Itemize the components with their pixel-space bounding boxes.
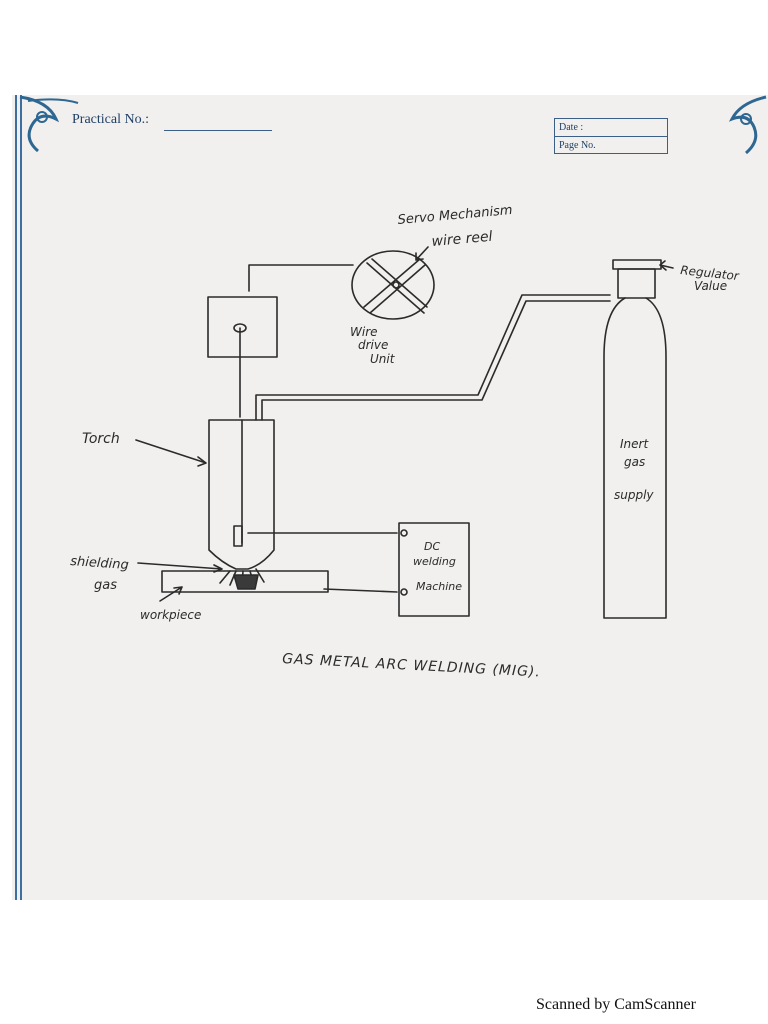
mig-welding-diagram: Servo Mechanism wire reel Regulator Valu… xyxy=(70,203,741,681)
welding-torch xyxy=(208,419,398,570)
corner-ornament-right xyxy=(728,95,767,155)
notebook-page: Practical No.: Date : Page No. xyxy=(12,95,768,900)
workpiece-label: workpiece xyxy=(140,608,201,622)
workpiece-pointer xyxy=(159,586,183,602)
wire-drive-label-line3: Unit xyxy=(370,352,396,366)
torch-label: Torch xyxy=(82,431,120,447)
gas-hose xyxy=(255,294,611,421)
dc-machine-label-line1: DC xyxy=(424,540,440,553)
wire-drive-label-line2: drive xyxy=(358,338,388,352)
regulator-pointer xyxy=(659,260,674,271)
inert-gas-label-line3: supply xyxy=(614,488,654,502)
left-margin-rule-inner xyxy=(20,95,22,900)
left-margin-rule xyxy=(15,95,17,900)
practical-number-label: Practical No.: xyxy=(72,112,149,127)
torch-pointer xyxy=(135,439,207,467)
scanner-watermark: Scanned by CamScanner xyxy=(536,996,696,1013)
shielding-gas-label-line2: gas xyxy=(94,578,117,593)
wire-reel-label: wire reel xyxy=(431,229,493,250)
date-label: Date : xyxy=(555,119,667,137)
wire-reel xyxy=(351,250,435,320)
inert-gas-label-line2: gas xyxy=(624,455,645,469)
dc-welding-machine xyxy=(398,522,470,617)
inert-gas-label-line1: Inert xyxy=(620,437,649,451)
date-page-box: Date : Page No. xyxy=(554,118,668,154)
dc-machine-label-line3: Machine xyxy=(416,580,462,593)
diagram-title: GAS METAL ARC WELDING (MIG). xyxy=(282,651,541,681)
corner-ornament-left xyxy=(19,95,79,153)
shielding-gas-pointer xyxy=(137,562,223,573)
wire-feed-line xyxy=(248,264,354,292)
shielding-gas-label-line1: shielding xyxy=(70,554,129,573)
dc-machine-label-line2: welding xyxy=(413,555,456,568)
wire-drive-label-line1: Wire xyxy=(350,325,378,339)
practical-number-line xyxy=(164,130,272,131)
page-number-label: Page No. xyxy=(559,140,596,151)
valve-label: Value xyxy=(694,279,727,293)
wire-reel-pointer xyxy=(415,246,429,261)
workpiece-plate xyxy=(161,570,398,593)
wire-drive-unit xyxy=(207,296,278,418)
servo-mechanism-label: Servo Mechanism xyxy=(397,203,513,228)
regulator-label: Regulator xyxy=(680,263,741,283)
